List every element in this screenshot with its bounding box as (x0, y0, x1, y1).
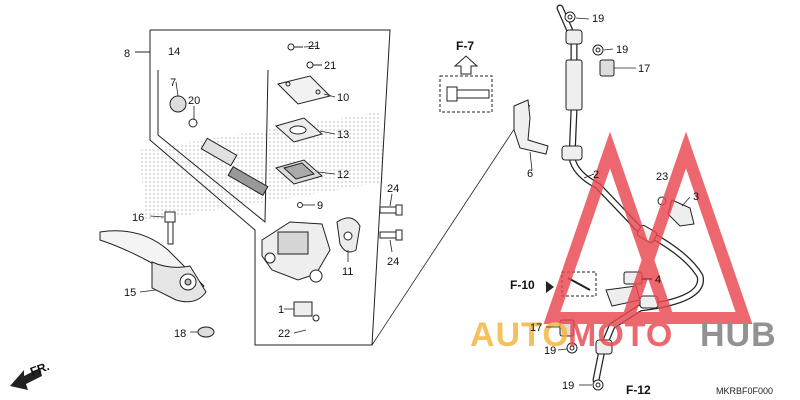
halftone-banner (140, 112, 385, 222)
callout-14: 14 (168, 46, 180, 58)
callout-7: 7 (170, 77, 176, 89)
callout-22: 22 (278, 328, 290, 340)
f10-reference: F-10 (510, 271, 597, 297)
callout-21b: 21 (324, 60, 336, 72)
f7-reference: F-7 (439, 39, 493, 113)
callout-23: 23 (656, 171, 668, 183)
watermark-logo: AUTO MOTO HUB (470, 131, 777, 354)
callout-17b: 17 (530, 322, 542, 334)
watermark-text-moto: MOTO (568, 316, 673, 354)
callout-12: 12 (337, 169, 349, 181)
fr-label: FR. (28, 359, 51, 379)
callout-24b: 24 (387, 256, 399, 268)
f10-label: F-10 (510, 278, 535, 292)
watermark-text-auto: AUTO (470, 316, 570, 354)
callout-19c: 19 (544, 345, 556, 357)
callout-13: 13 (337, 129, 349, 141)
front-direction-arrow: FR. (10, 359, 51, 390)
drawing-code: MKRBF0F000 (716, 386, 773, 396)
callout-19d: 19 (562, 380, 574, 392)
bolts-24 (379, 204, 403, 241)
hose-fittings (561, 29, 659, 355)
callout-10: 10 (337, 92, 349, 104)
callout-20: 20 (188, 95, 200, 107)
washers-19 (564, 11, 604, 391)
callout-3: 3 (693, 191, 699, 203)
callout-24a: 24 (387, 183, 399, 195)
diaphragm (274, 159, 324, 185)
callout-1: 1 (278, 304, 284, 316)
hose-bracket-6 (513, 99, 549, 155)
callout-numbers: 8 14 7 20 21 21 10 13 12 9 11 24 24 16 1… (124, 13, 699, 392)
nut-18 (197, 326, 215, 338)
small-screw-9 (297, 202, 303, 208)
piston-set (169, 95, 269, 197)
watermark-text-hub: HUB (700, 316, 777, 354)
callout-17a: 17 (638, 63, 650, 75)
callout-4: 4 (655, 274, 661, 286)
callout-19b: 19 (616, 44, 628, 56)
assembly-boundary (135, 29, 531, 346)
screws-21 (287, 43, 322, 69)
callout-19a: 19 (592, 13, 604, 25)
callout-2: 2 (593, 169, 599, 181)
f12-label: F-12 (626, 383, 651, 397)
pivot-bolt-16 (164, 211, 176, 245)
leader-lines (139, 17, 691, 386)
clamp-holder (336, 217, 361, 253)
reservoir-cap (277, 75, 331, 105)
callout-16: 16 (132, 212, 144, 224)
master-cylinder-body (261, 221, 331, 283)
switch-small (293, 301, 320, 322)
callout-11: 11 (342, 266, 353, 278)
bolt-f7 (446, 86, 490, 102)
callout-6: 6 (527, 168, 533, 180)
f12-reference: F-12 (626, 383, 651, 397)
brake-lever (99, 230, 207, 303)
callout-15: 15 (124, 287, 136, 299)
f7-label: F-7 (456, 39, 474, 53)
callout-18: 18 (174, 328, 186, 340)
watermark-triangles-icon (543, 131, 753, 324)
diaphragm-plate (274, 117, 324, 143)
callout-9: 9 (317, 200, 323, 212)
callout-8: 8 (124, 48, 130, 60)
callout-21a: 21 (308, 40, 320, 52)
brake-hose-inner (557, 5, 703, 383)
